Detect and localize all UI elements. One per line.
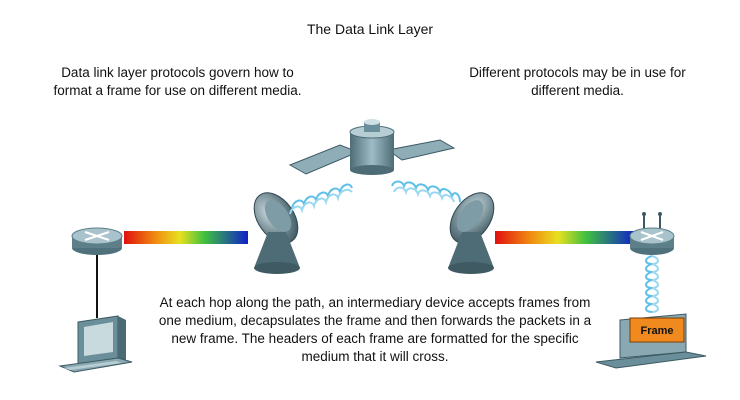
wireless-link-right: [392, 182, 460, 203]
hop-note: At each hop along the path, an intermedi…: [150, 294, 600, 366]
satellite-dish-icon: [245, 185, 307, 274]
frame-box: Frame: [630, 318, 684, 342]
right-medium-spectrum: [495, 231, 635, 244]
computer-icon: [60, 316, 132, 372]
left-medium-spectrum: [124, 231, 248, 244]
wireless-link-laptop: [646, 256, 658, 312]
frame-label: Frame: [640, 325, 673, 337]
wireless-link-left: [290, 185, 352, 214]
satellite-icon: [290, 119, 454, 175]
wireless-router-icon: [630, 212, 674, 255]
router-icon: [72, 228, 122, 255]
